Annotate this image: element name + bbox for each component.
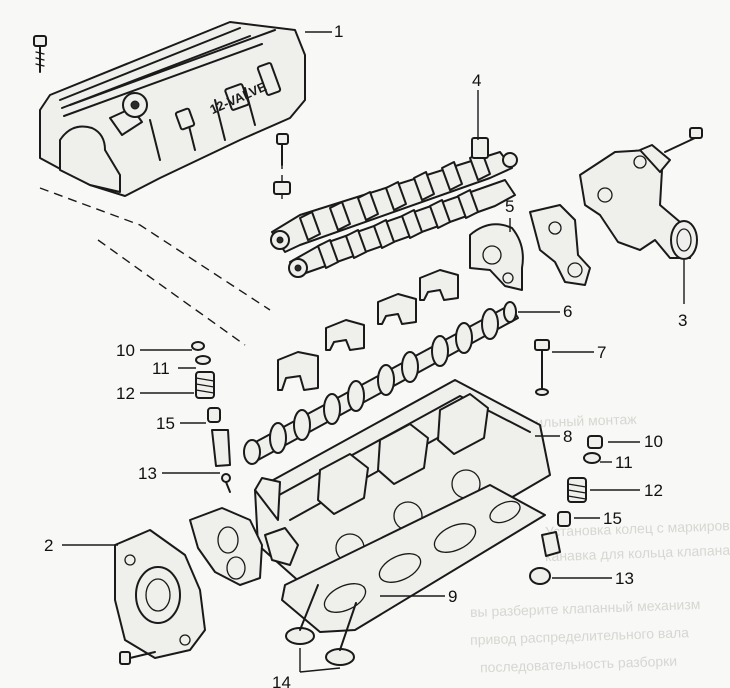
cover-bolt xyxy=(33,35,47,73)
callout-11-right: 11 xyxy=(615,453,633,472)
bearing-caps xyxy=(277,269,459,391)
callout-11-left: 11 xyxy=(152,359,170,378)
water-outlet-gasket xyxy=(529,204,591,286)
head-bolt xyxy=(534,339,550,396)
timing-cover-bracket xyxy=(469,223,524,291)
callout-13-left: 13 xyxy=(138,464,157,483)
valve-cover: 12-VALVE xyxy=(39,21,306,197)
head-gasket xyxy=(281,484,546,633)
callout-15-right: 15 xyxy=(603,509,622,528)
callout-10-right: 10 xyxy=(644,432,663,451)
callout-2: 2 xyxy=(44,536,54,555)
intake-gasket xyxy=(189,507,263,586)
thermostat-housing xyxy=(579,127,703,260)
rocker-arm-assembly xyxy=(270,137,518,278)
front-plate xyxy=(114,529,206,659)
cylinder-head xyxy=(254,379,551,601)
callout-4: 4 xyxy=(472,71,482,90)
callout-1: 1 xyxy=(334,22,344,41)
callout-5: 5 xyxy=(505,197,515,216)
callout-8: 8 xyxy=(563,427,573,446)
valves xyxy=(285,584,357,666)
callout-13-right: 13 xyxy=(615,569,634,588)
left-valve-stack xyxy=(191,341,231,493)
callout-14: 14 xyxy=(272,673,291,688)
leader-lines xyxy=(62,31,685,673)
callout-15-left: 15 xyxy=(156,414,175,433)
plate-bolt xyxy=(119,651,156,665)
callout-9: 9 xyxy=(448,587,458,606)
right-valve-stack xyxy=(529,435,603,585)
callout-7: 7 xyxy=(597,343,607,362)
cover-stud xyxy=(273,133,291,195)
callout-12-left: 12 xyxy=(116,384,135,403)
callout-12-right: 12 xyxy=(644,481,663,500)
callout-10-left: 10 xyxy=(116,341,135,360)
callout-6: 6 xyxy=(563,302,573,321)
camshaft xyxy=(243,301,519,465)
callout-3: 3 xyxy=(678,311,688,330)
